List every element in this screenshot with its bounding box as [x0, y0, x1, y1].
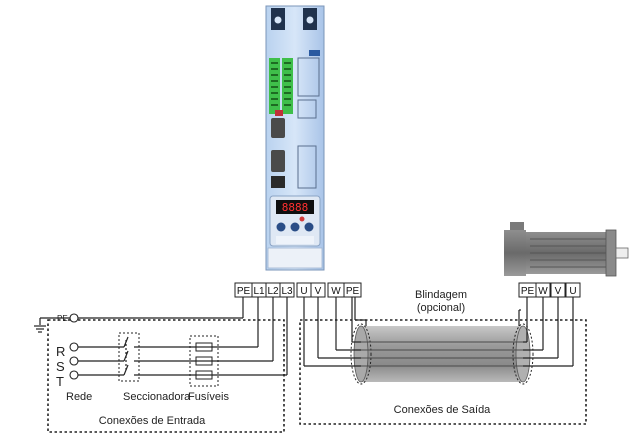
drive-input-terminals: PE L1 L2 L3: [234, 282, 295, 298]
shield-optional-label: (opcional): [417, 302, 465, 314]
terminal-motor-v: V: [555, 286, 562, 297]
terminal-input-l2: L2: [267, 286, 279, 297]
keypad-button-mid: [290, 222, 300, 232]
phase-t-label: T: [56, 374, 64, 389]
db-connector-2: [271, 150, 285, 172]
terminal-output-v: V: [315, 286, 322, 297]
motor-terminals: PE W V U: [518, 282, 581, 298]
terminal-output-w: W: [331, 286, 341, 297]
rede-label: Rede: [66, 391, 92, 403]
terminal-motor-pe: PE: [521, 286, 535, 297]
seccionadora-label: Seccionadora: [123, 391, 191, 403]
terminal-input-l3: L3: [281, 286, 293, 297]
terminal-motor-w: W: [538, 286, 548, 297]
terminal-output-pe: PE: [346, 286, 360, 297]
shield-label: Blindagem: [415, 289, 467, 301]
db-connector-1: [271, 118, 285, 138]
led-display-text: 8888: [282, 201, 309, 214]
fuses: [189, 335, 219, 387]
mains-terminal-circles: [69, 313, 79, 380]
keypad-hmi: 8888: [269, 195, 321, 247]
wires: [34, 297, 574, 376]
led-display: [276, 200, 314, 214]
motor-shaft: [615, 247, 629, 259]
keypad-button-right: [304, 222, 314, 232]
servo-drive: 8888: [265, 5, 325, 271]
terminal-motor-u: U: [569, 286, 576, 297]
keypad-button-left: [276, 222, 286, 232]
pe-label: PE: [57, 314, 68, 323]
terminal-input-pe: PE: [237, 286, 251, 297]
input-connections-label: Conexões de Entrada: [99, 415, 206, 427]
input-connections-box: [47, 319, 285, 433]
drive-output-terminals: U V W PE: [296, 282, 362, 298]
fusiveis-label: Fusíveis: [188, 391, 229, 403]
motor: [504, 222, 629, 277]
terminal-input-l1: L1: [253, 286, 265, 297]
phase-s-label: S: [56, 359, 65, 374]
logo: [309, 50, 320, 56]
shielded-cable: [350, 323, 534, 385]
phase-r-label: R: [56, 344, 65, 359]
green-terminal-blocks: [269, 58, 293, 114]
terminal-output-u: U: [300, 286, 307, 297]
output-connections-label: Conexões de Saída: [394, 404, 492, 416]
disconnector-box: [118, 332, 140, 382]
